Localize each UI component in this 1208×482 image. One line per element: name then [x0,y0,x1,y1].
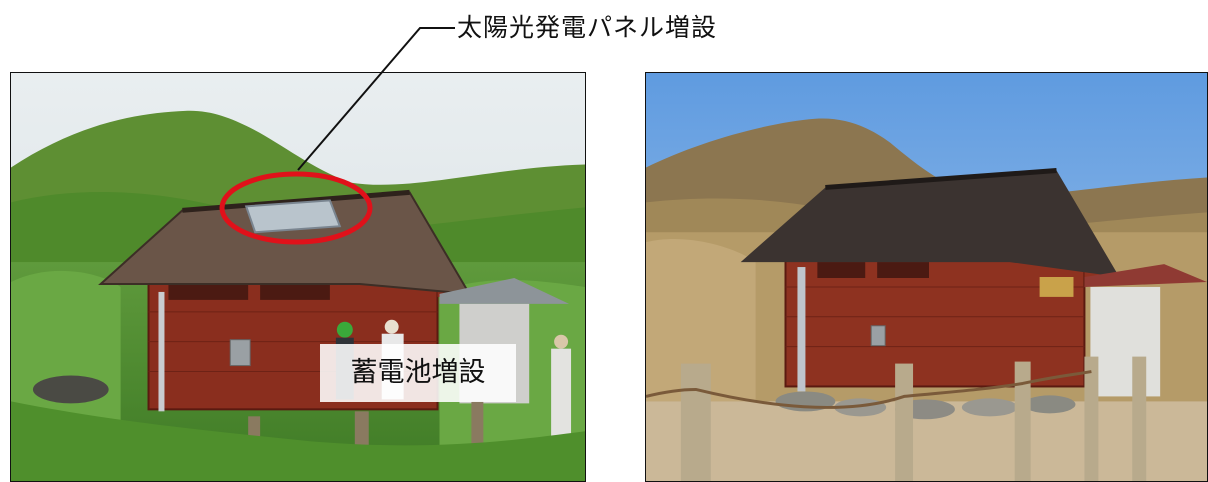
photo-after-upgrade [10,72,586,482]
photo-before-upgrade-image [646,73,1207,481]
solar-panel-annotation-label: 太陽光発電パネル増設 [457,13,718,42]
battery-annotation-label: 蓄電池増設 [320,344,516,402]
photo-before-upgrade [645,72,1208,482]
photo-after-upgrade-image [11,73,585,481]
